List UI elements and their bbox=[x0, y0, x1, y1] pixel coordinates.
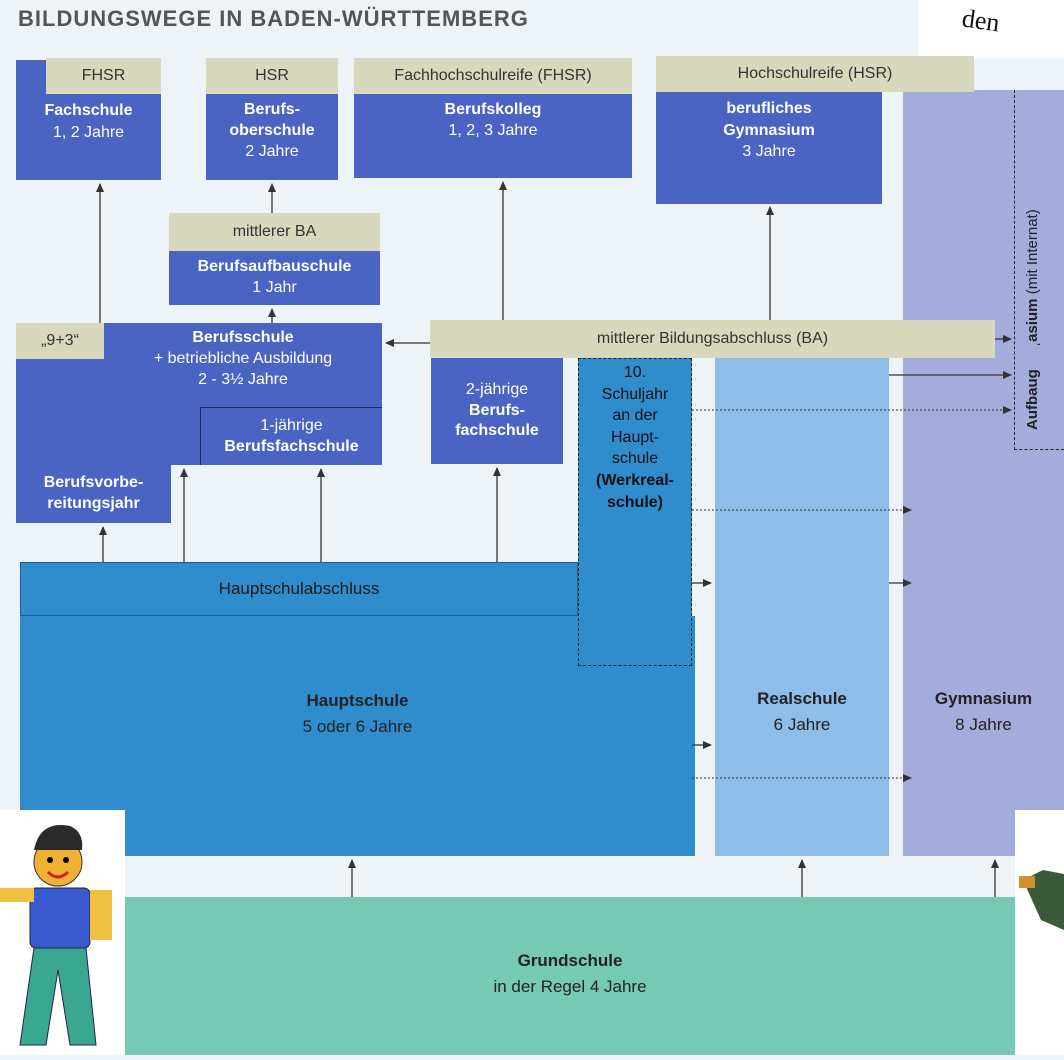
child-drawing-left-art bbox=[0, 825, 112, 1046]
werkrealschule-l1: 10. bbox=[623, 364, 647, 381]
berufskolleg-text: Berufskolleg 1, 2, 3 Jahre bbox=[354, 100, 632, 142]
berufsschule-name: Berufsschule bbox=[192, 329, 294, 346]
fhsr-long-label: Fachhochschulreife (FHSR) bbox=[354, 58, 632, 94]
hauptschulabschluss-band bbox=[20, 562, 578, 616]
hsr-label: HSR bbox=[206, 58, 338, 94]
berufsschule-duration: 2 - 3½ Jahre bbox=[198, 370, 288, 388]
grundschule-block bbox=[125, 897, 1015, 1055]
berufsoberschule-name-2: oberschule bbox=[229, 121, 315, 139]
gymnasium-duration: 8 Jahre bbox=[955, 714, 1012, 734]
berufsfachschule-2-line1: 2-jährige bbox=[465, 380, 529, 398]
berufsaufbauschule-name: Berufsaufbauschule bbox=[197, 258, 352, 276]
berufskolleg-name: Berufskolleg bbox=[444, 101, 542, 118]
hauptschule-name: Hauptschule bbox=[306, 691, 409, 710]
child-drawing-right-art bbox=[1019, 870, 1064, 930]
corner-paper bbox=[918, 0, 1064, 58]
fachschule-text: Fachschule 1, 2 Jahre bbox=[16, 100, 161, 143]
berufsfachschule-2-line2: Berufs- bbox=[468, 401, 525, 419]
hauptschule-duration: 5 oder 6 Jahre bbox=[302, 716, 413, 736]
werkrealschule-l6: (Werkreal- bbox=[596, 471, 674, 489]
berufsoberschule-text: Berufs- oberschule 2 Jahre bbox=[206, 100, 338, 162]
realschule-duration: 6 Jahre bbox=[773, 714, 831, 734]
berufsaufbauschule-box: Berufsaufbauschule 1 Jahr bbox=[169, 251, 380, 305]
berufliches-gymnasium-box bbox=[656, 90, 882, 204]
hsr-long-label: Hochschulreife (HSR) bbox=[656, 56, 974, 92]
werkrealschule-l3: an der bbox=[612, 407, 658, 425]
berufsschule-line2: + betriebliche Ausbildung bbox=[153, 349, 333, 367]
grundschule-label: Grundschule in der Regel 4 Jahre bbox=[125, 948, 1015, 999]
werkrealschule-l2: Schuljahr bbox=[601, 385, 669, 403]
berufsvorbereitungsjahr-line1: Berufsvorbe- bbox=[43, 474, 144, 492]
berufsvorbereitungsjahr-box: Berufsvorbe- reitungsjahr bbox=[16, 465, 171, 523]
mittlerer-ba-label: mittlerer BA bbox=[169, 213, 380, 251]
werkrealschule-l5: schule bbox=[611, 450, 659, 468]
gymnasium-label: Gymnasium 8 Jahre bbox=[903, 686, 1064, 737]
realschule-label: Realschule 6 Jahre bbox=[715, 686, 889, 737]
berufsoberschule-duration: 2 Jahre bbox=[245, 142, 299, 160]
berufsvorbereitungsjahr-line2: reitungsjahr bbox=[47, 495, 140, 512]
gymnasium-column bbox=[903, 90, 1064, 856]
realschule-name: Realschule bbox=[757, 689, 847, 708]
berufliches-gymnasium-duration: 3 Jahre bbox=[742, 143, 796, 161]
berufsfachschule-2-box: 2-jährige Berufs- fachschule bbox=[431, 358, 563, 464]
fachschule-name: Fachschule bbox=[44, 102, 133, 119]
realschule-column bbox=[715, 358, 889, 856]
berufsoberschule-box bbox=[206, 90, 338, 180]
fachschule-duration: 1, 2 Jahre bbox=[52, 123, 125, 141]
berufsoberschule-name-1: Berufs- bbox=[243, 101, 300, 118]
child-drawing-left bbox=[0, 810, 125, 1055]
werkrealschule-l4: Haupt- bbox=[610, 428, 660, 446]
mittlerer-bildungsabschluss-band: mittlerer Bildungsabschluss (BA) bbox=[430, 320, 995, 358]
gymnasium-name: Gymnasium bbox=[934, 689, 1033, 708]
werkrealschule-text: 10. Schuljahr an der Haupt- schule (Werk… bbox=[578, 362, 692, 513]
berufsaufbauschule-duration: 1 Jahr bbox=[252, 279, 297, 296]
berufskolleg-duration: 1, 2, 3 Jahre bbox=[448, 121, 538, 139]
grundschule-name: Grundschule bbox=[517, 951, 623, 970]
grundschule-duration: in der Regel 4 Jahre bbox=[493, 976, 647, 996]
hauptschule-label: Hauptschule 5 oder 6 Jahre bbox=[20, 688, 695, 739]
berufsfachschule-1-box: 1-jährige Berufsfachschule bbox=[200, 407, 382, 465]
hauptschulabschluss-label: Hauptschulabschluss bbox=[218, 579, 380, 598]
berufliches-gymnasium-text: berufliches Gymnasium 3 Jahre bbox=[656, 98, 882, 163]
child-drawing-right bbox=[1015, 810, 1064, 1055]
berufsfachschule-1-line1: 1-jährige bbox=[260, 416, 323, 434]
nine-plus-three-label: „9+3“ bbox=[16, 323, 104, 359]
berufsschule-text: Berufsschule + betriebliche Ausbildung 2… bbox=[110, 328, 376, 390]
page-title: BILDUNGSWEGE IN BADEN-WÜRTTEMBERG bbox=[18, 6, 529, 31]
fhsr-label-1: FHSR bbox=[46, 58, 161, 94]
werkrealschule-l7: schule) bbox=[606, 493, 663, 511]
berufliches-gymnasium-name-2: Gymnasium bbox=[723, 121, 815, 139]
berufskolleg-box bbox=[354, 90, 632, 178]
berufsfachschule-1-line2: Berufsfachschule bbox=[224, 437, 359, 455]
werkrealschule-box bbox=[578, 358, 692, 666]
berufliches-gymnasium-name-1: berufliches bbox=[726, 100, 812, 117]
berufsfachschule-2-line3: fachschule bbox=[455, 422, 539, 440]
aufbaugymnasium-box bbox=[1014, 90, 1064, 450]
